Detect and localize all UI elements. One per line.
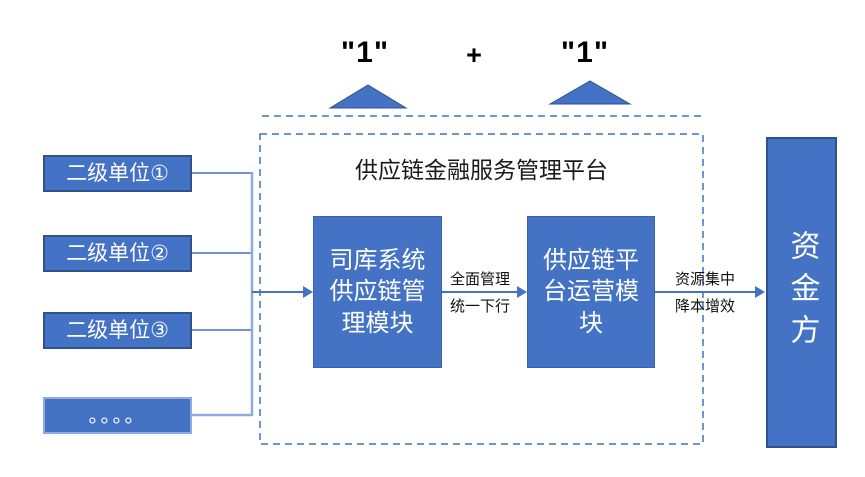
unit-box-2: 二级单位②: [43, 235, 192, 272]
module-treasury-label: 司库系统供应链管理模块: [329, 247, 426, 337]
funder-label: 资金方: [785, 229, 819, 356]
arrow-module-head: [517, 286, 527, 298]
flow2-label-bottom: 降本增效: [674, 298, 735, 315]
flow1-label-bottom: 统一下行: [449, 298, 510, 315]
unit-box-3-label: 二级单位③: [66, 319, 169, 342]
module-operation-label: 供应链平台运营模块: [543, 247, 639, 337]
arrow-module-to-module: [442, 286, 527, 298]
module-treasury-box: 司库系统供应链管理模块: [313, 216, 442, 368]
triangle-pointer-left: [328, 84, 408, 109]
one-label-left: "1": [340, 36, 390, 69]
unit-box-2-label: 二级单位②: [66, 242, 169, 265]
plus-sign: +: [466, 40, 482, 70]
platform-title: 供应链金融服务管理平台: [355, 157, 608, 183]
unit-box-3: 二级单位③: [43, 312, 192, 349]
one-label-right: "1": [560, 36, 610, 69]
arrow-to-funder: [655, 286, 765, 298]
funder-box: 资金方: [766, 137, 837, 448]
flow2-label-top: 资源集中: [674, 271, 735, 288]
unit-box-ellipsis: 。。。。: [43, 397, 192, 434]
unit-box-ellipsis-label: 。。。。: [88, 404, 147, 427]
unit-connectors: [192, 172, 254, 417]
arrow-into-platform-head: [303, 286, 313, 298]
unit-box-1: 二级单位①: [43, 155, 192, 192]
arrow-funder-head: [755, 286, 765, 298]
arrow-into-platform: [252, 286, 313, 298]
triangle-pointer-right: [548, 80, 632, 105]
unit-box-1-label: 二级单位①: [66, 162, 169, 185]
flow1-label-top: 全面管理: [449, 271, 510, 288]
module-operation-box: 供应链平台运营模块: [527, 216, 655, 368]
platform-dashed-border: [259, 133, 704, 445]
